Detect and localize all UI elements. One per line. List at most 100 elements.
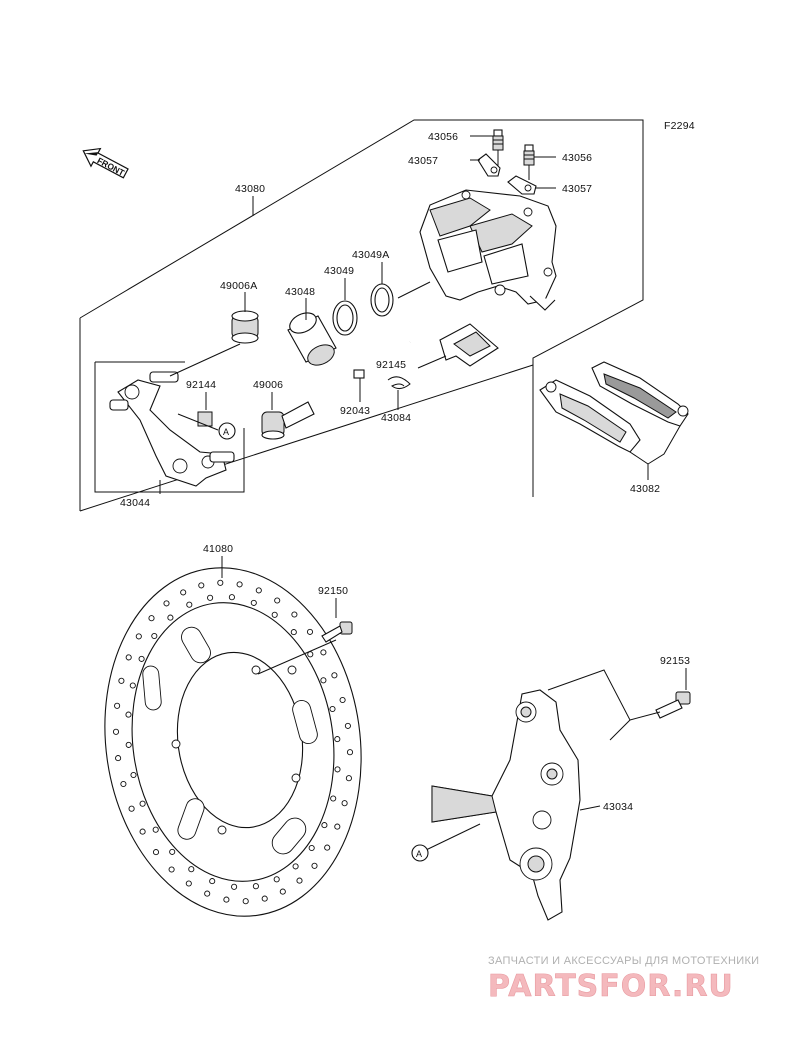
disc-vent-hole	[341, 800, 348, 807]
boot-49006a	[231, 310, 259, 344]
disc-vent-hole	[139, 800, 146, 807]
callout-a-lower: A	[411, 823, 481, 862]
disc-vent-hole	[125, 711, 132, 718]
piston-seal-43049a	[370, 283, 394, 317]
disc-vent-hole	[112, 728, 120, 735]
disc-vent-hole	[180, 589, 187, 596]
pad-spring-92145	[439, 323, 499, 367]
clip-43084	[387, 376, 411, 390]
bleeder-cap-right	[507, 175, 537, 195]
label-43056-left: 43056	[428, 131, 458, 143]
bleeder-valve-left	[492, 129, 504, 168]
watermark-logo: PARTSFOR.RU	[488, 969, 734, 1004]
disc-vent-hole	[231, 883, 238, 890]
label-43057-left: 43057	[408, 155, 438, 167]
disc-vent-hole	[334, 766, 341, 773]
boot-49006	[261, 401, 315, 440]
disc-vent-hole	[255, 587, 262, 594]
disc-vent-hole	[188, 866, 195, 873]
caliper-bracket-43044	[109, 371, 235, 487]
callout-a-lower-label: A	[416, 849, 422, 859]
bleeder-cap-left	[477, 153, 501, 177]
disc-vent-hole	[320, 649, 327, 656]
disc-vent-hole	[135, 633, 142, 640]
pad-pin-92043	[353, 340, 411, 379]
disc-vent-hole	[250, 599, 257, 606]
disc-vent-hole	[274, 597, 281, 604]
retainer-92144	[197, 411, 213, 427]
disc-vent-hole	[261, 895, 268, 902]
disc-vent-hole	[186, 601, 193, 608]
disc-vent-hole	[330, 795, 337, 802]
piston-43048	[287, 312, 337, 366]
label-92144: 92144	[186, 379, 216, 391]
disc-vent-hole	[320, 677, 327, 684]
disc-vent-hole	[242, 898, 249, 905]
disc-bolt-92150	[321, 621, 353, 643]
caliper-holder-43034	[431, 689, 581, 921]
disc-vent-hole	[329, 705, 336, 713]
disc-vent-hole	[168, 866, 175, 873]
disc-vent-hole	[114, 702, 121, 709]
disc-vent-hole	[321, 822, 328, 829]
disc-vent-hole	[151, 632, 158, 640]
piston-seal-43049	[332, 300, 358, 336]
disc-vent-hole	[128, 805, 135, 812]
label-92153: 92153	[660, 655, 690, 667]
bracket-pin-guide	[169, 343, 241, 377]
disc-vent-hole	[198, 582, 205, 589]
label-49006a: 49006A	[220, 280, 257, 292]
disc-vent-hole	[331, 672, 338, 679]
holder-leaders	[547, 669, 661, 811]
disc-vent-hole	[271, 611, 278, 618]
label-43082: 43082	[630, 483, 660, 495]
disc-vent-hole	[223, 896, 230, 903]
disc-vent-hole	[334, 823, 341, 830]
caliper-assembly-outline	[79, 119, 644, 512]
disc-vent-hole	[163, 600, 170, 607]
disc-vent-hole	[306, 628, 314, 635]
brake-pad-rear	[539, 379, 641, 453]
disc-vent-hole	[185, 880, 192, 887]
label-49006: 49006	[253, 379, 283, 391]
label-41080: 41080	[203, 543, 233, 555]
front-arrow-icon: FRONT	[82, 147, 129, 179]
disc-vent-hole	[118, 677, 125, 684]
front-label: FRONT	[95, 155, 126, 178]
disc-vent-hole	[138, 655, 145, 662]
label-43034: 43034	[603, 801, 633, 813]
pads-leader	[629, 425, 681, 480]
label-43057-right: 43057	[562, 183, 592, 195]
disc-vent-hole	[204, 890, 211, 897]
disc-vent-hole	[296, 877, 303, 884]
label-43048: 43048	[285, 286, 315, 298]
label-92145: 92145	[376, 359, 406, 371]
disc-vent-hole	[125, 654, 132, 661]
part-labels: 43056 43056 43057 43057 43080 49006A 430…	[120, 131, 690, 813]
disc-vent-hole	[311, 862, 318, 869]
disc-vent-hole	[129, 682, 136, 689]
label-43080: 43080	[235, 183, 265, 195]
disc-vent-hole	[344, 722, 351, 729]
label-43044: 43044	[120, 497, 150, 509]
label-43056-right: 43056	[562, 152, 592, 164]
disc-vent-hole	[139, 828, 146, 835]
bracket-subassembly-outline	[94, 361, 245, 493]
disc-vent-hole	[339, 696, 346, 704]
brake-pad-front	[591, 361, 689, 427]
disc-vent-hole	[130, 771, 137, 779]
disc-vent-hole	[125, 741, 132, 748]
callout-a-upper: A	[177, 413, 236, 440]
disc-vent-hole	[167, 614, 174, 621]
label-92043: 92043	[340, 405, 370, 417]
disc-vent-hole	[217, 579, 224, 586]
bracket-bolt-92153	[655, 668, 691, 719]
brake-disc-41080	[104, 567, 362, 917]
disc-vent-hole	[152, 826, 159, 833]
label-43084: 43084	[381, 412, 411, 424]
leader-lines-upper	[159, 135, 556, 494]
figure-code: F2294	[664, 120, 695, 132]
disc-vent-hole	[209, 878, 216, 885]
label-43049a: 43049A	[352, 249, 389, 261]
